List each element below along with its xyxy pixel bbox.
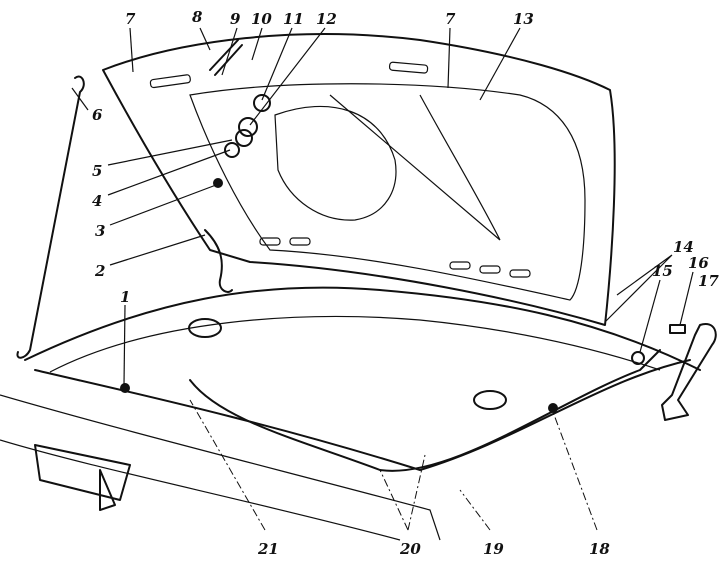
label-3: 3: [95, 222, 105, 240]
label-16: 16: [688, 254, 709, 272]
label-9: 9: [230, 10, 241, 28]
label-10: 10: [251, 10, 272, 28]
hood-rod-2: [204, 229, 233, 293]
bumper-lines: [0, 394, 441, 541]
label-4: 4: [92, 192, 102, 210]
label-17: 17: [698, 272, 719, 290]
label-5: 5: [92, 162, 102, 180]
label-12: 12: [316, 10, 337, 28]
bolt-16: [669, 324, 686, 334]
label-6: 6: [92, 106, 103, 124]
grille: [34, 444, 131, 511]
hood-brace: [329, 94, 501, 241]
hinge: [661, 323, 717, 421]
label-1: 1: [120, 288, 130, 306]
engine-bay-inner: [49, 315, 661, 373]
hood-inner-opening: [274, 105, 397, 221]
label-13: 13: [513, 10, 534, 28]
dashed-leaders: [189, 399, 598, 531]
hood-outline: [102, 33, 616, 326]
label-2: 2: [94, 262, 105, 280]
label-15: 15: [652, 262, 673, 280]
hood-slots: [149, 61, 531, 278]
release-cable: [189, 349, 661, 472]
reservoir-cap: [188, 318, 222, 338]
hood-support-rod: [16, 75, 85, 359]
label-8: 8: [192, 8, 203, 26]
label-21: 21: [257, 540, 279, 558]
washer-cap: [473, 390, 507, 410]
label-7: 7: [125, 10, 136, 28]
label-19: 19: [483, 540, 504, 558]
label-18: 18: [589, 540, 610, 558]
label-20: 20: [399, 540, 421, 558]
label-11: 11: [283, 10, 304, 28]
hood-inner-frame: [189, 83, 586, 301]
body-front-panel: [24, 286, 701, 371]
hood-lock-parts: [209, 39, 271, 188]
lock-18: [548, 403, 558, 413]
bushing-15: [631, 351, 645, 365]
buffer-1: [120, 383, 130, 393]
label-14: 14: [673, 238, 694, 256]
label-7b: 7: [445, 10, 456, 28]
engine-bay-edge: [34, 359, 691, 471]
leader-lines: [71, 27, 694, 386]
